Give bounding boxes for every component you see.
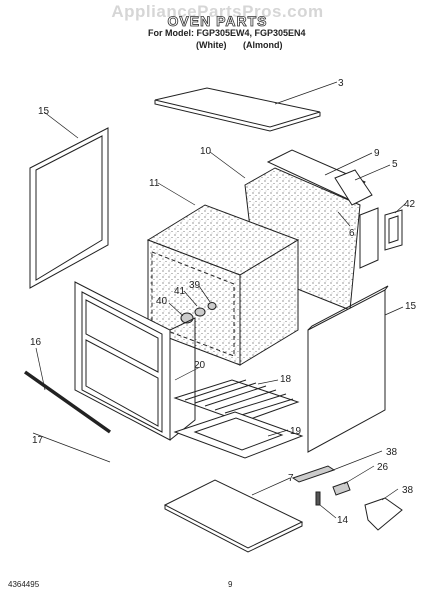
callout-38-lower: 38 bbox=[402, 485, 414, 496]
callout-39: 39 bbox=[189, 280, 201, 291]
diagram-title: OVEN PARTS bbox=[167, 13, 268, 30]
watermark: AppliancePartsPros.com bbox=[111, 2, 324, 21]
callout-11: 11 bbox=[149, 178, 160, 189]
right-side-panel-part bbox=[307, 285, 389, 453]
callout-10: 10 bbox=[200, 146, 212, 157]
callout-38-upper: 38 bbox=[386, 447, 398, 458]
callout-9: 9 bbox=[374, 148, 380, 159]
callout-14: 14 bbox=[337, 515, 349, 526]
callout-40: 40 bbox=[156, 296, 168, 307]
callout-42: 42 bbox=[404, 199, 416, 210]
callout-41: 41 bbox=[174, 286, 186, 297]
callout-18: 18 bbox=[280, 374, 292, 385]
vent-bracket-part bbox=[384, 209, 403, 251]
callout-15-right: 15 bbox=[405, 301, 417, 312]
left-side-panel-part bbox=[29, 127, 109, 289]
callout-16: 16 bbox=[30, 337, 42, 348]
bake-element-part bbox=[173, 411, 304, 459]
bottom-panel-part bbox=[163, 479, 304, 553]
oven-frame-part bbox=[74, 281, 196, 441]
callout-17: 17 bbox=[32, 435, 44, 446]
model-line: For Model: FGP305EW4, FGP305EN4 bbox=[148, 28, 306, 38]
rear-bracket-part bbox=[359, 207, 379, 269]
callout-3: 3 bbox=[338, 78, 344, 89]
door-gasket-part bbox=[23, 370, 112, 434]
callout-7: 7 bbox=[288, 473, 294, 484]
page-number: 9 bbox=[228, 580, 233, 589]
callout-19: 19 bbox=[290, 426, 302, 437]
small-brackets-part bbox=[291, 465, 403, 531]
callout-15-left: 15 bbox=[38, 106, 50, 117]
callout-20: 20 bbox=[194, 360, 206, 371]
callout-6: 6 bbox=[349, 228, 355, 239]
document-number: 4364495 bbox=[8, 580, 40, 589]
oven-rack-part bbox=[173, 379, 300, 423]
color-variants: (White) (Almond) bbox=[196, 40, 283, 50]
callouts: 3 15 10 9 5 11 42 6 40 41 39 15 16 20 18… bbox=[30, 78, 417, 526]
fitting-parts bbox=[180, 302, 217, 324]
leader-lines bbox=[32, 81, 407, 519]
top-panel-part bbox=[154, 87, 321, 132]
callout-26: 26 bbox=[377, 462, 389, 473]
callout-5: 5 bbox=[392, 159, 398, 170]
